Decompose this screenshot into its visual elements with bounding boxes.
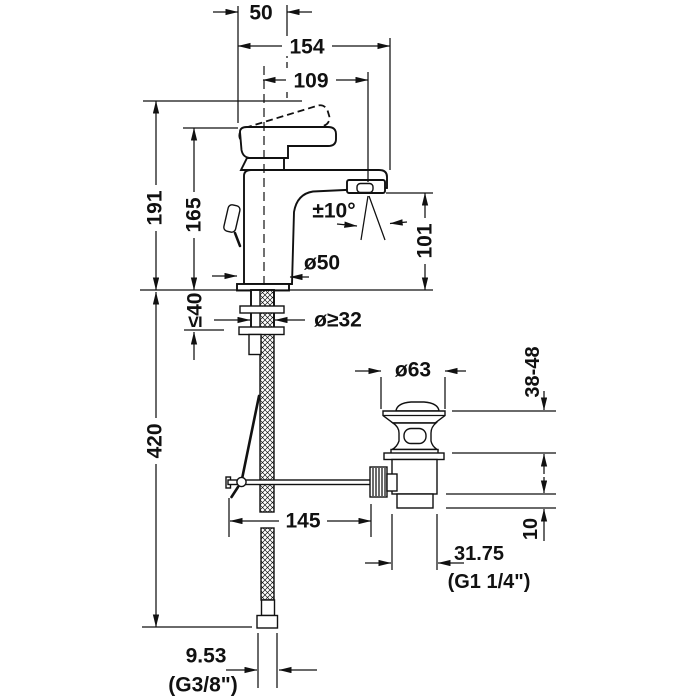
faucet-body-spout — [243, 169, 388, 285]
extension-lines — [140, 5, 556, 688]
dim-label-109: 109 — [293, 70, 328, 93]
dim-label-10: 10 — [520, 518, 542, 540]
dim-label-le40: ≤40 — [184, 293, 207, 328]
dimension-labels: 50 154 109 191 165 ±10° 101 ø50 ≤40 ø≥32… — [144, 2, 545, 697]
waste-tailpiece — [396, 493, 434, 509]
spray-angle-lines — [360, 195, 386, 241]
dim-label-953: 9.53 — [186, 645, 227, 668]
mounting-nut — [238, 326, 285, 336]
horizontal-rod — [227, 479, 373, 486]
dim-label-dia32: ø≥32 — [314, 309, 362, 332]
dim-label-3175: 31.75 — [454, 543, 504, 565]
dim-label-50: 50 — [249, 2, 272, 25]
waste-cap — [395, 401, 440, 412]
waste-flange — [382, 410, 446, 424]
aerator-outlet — [356, 182, 374, 194]
dim-label-g38: (G3/8") — [168, 674, 237, 697]
popup-knob — [223, 204, 241, 233]
mounting-stud — [248, 333, 262, 356]
popup-waste-assembly — [369, 401, 446, 509]
dim-label-420: 420 — [144, 423, 167, 458]
mounting-washer — [239, 305, 285, 314]
dim-label-191: 191 — [144, 190, 167, 225]
dim-label-145: 145 — [285, 510, 320, 533]
popup-knob-stem — [233, 231, 242, 248]
waste-deck-flange — [383, 452, 445, 461]
label-masks — [147, 36, 434, 531]
faucet-assembly — [223, 104, 388, 629]
supply-hose-lower — [260, 527, 275, 601]
supply-hose-upper — [259, 289, 275, 513]
knurl-ridges — [372, 468, 386, 496]
dim-label-101: 101 — [414, 223, 437, 258]
lever-base-wedge — [239, 157, 285, 171]
dim-label-dia50: ø50 — [304, 252, 340, 275]
dim-label-3848: 38-48 — [522, 346, 544, 397]
hose-fitting — [260, 599, 276, 617]
rod-ball-joint — [236, 476, 247, 488]
rod-stub — [230, 485, 240, 499]
dim-label-165: 165 — [183, 197, 206, 232]
popup-pull-rod — [240, 394, 261, 481]
dim-label-g114: (G1 1/4") — [448, 571, 531, 593]
dim-label-154: 154 — [289, 36, 324, 59]
waste-slot — [403, 427, 427, 445]
waste-lower-body — [391, 458, 438, 495]
dim-label-angle: ±10° — [312, 200, 355, 223]
lever-handle — [239, 126, 337, 159]
rod-connector — [386, 473, 398, 492]
hose-nut — [256, 614, 279, 629]
dim-label-dia63: ø63 — [395, 359, 431, 382]
